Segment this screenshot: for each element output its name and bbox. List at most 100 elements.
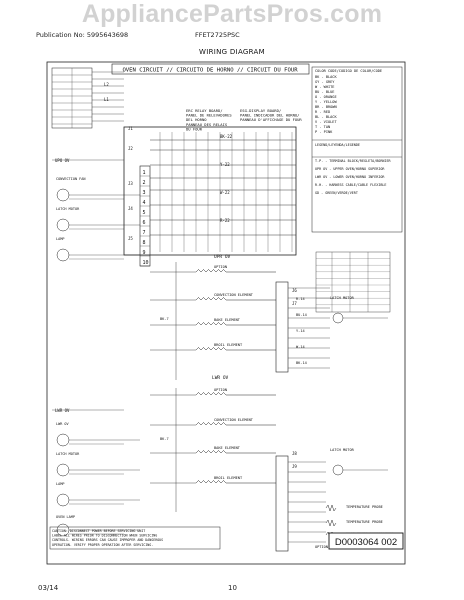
- latch-motor-circle: [332, 464, 344, 476]
- heating-element: [195, 392, 276, 396]
- color-legend-item: GY - GREY: [315, 80, 335, 84]
- device-label: CONVECTION FAN: [56, 177, 86, 181]
- section-label: LWR OV: [55, 408, 70, 413]
- legend-note: LWR OV - LOWER OVEN/HORNO INFERIOR: [315, 175, 385, 179]
- connector-label: J1: [128, 126, 133, 131]
- element-label: BAKE ELEMENT: [214, 318, 241, 322]
- connector-label: J4: [128, 206, 133, 211]
- color-legend-title: COLOR CODE/CODIGO DE COLOR/CODE: [315, 69, 382, 73]
- heating-element: [195, 297, 276, 301]
- connector-label: J2: [128, 146, 133, 151]
- doc-id-box: [328, 532, 404, 550]
- connector-label: J8: [292, 451, 297, 456]
- caution-text: CAUTION: DISCONNECT POWER BEFORE SERVICI…: [52, 529, 163, 547]
- element-label: OPTION: [214, 265, 227, 269]
- device-label: OVEN LAMP: [56, 515, 75, 519]
- wire-label: R-14: [296, 297, 305, 301]
- wire-label: BK-7: [160, 317, 169, 321]
- relay-board-line: PANEL DE RELEVADORES: [186, 113, 232, 118]
- terminal-number: 10: [143, 260, 149, 266]
- harness-upper: UPR OV: [214, 254, 231, 260]
- color-legend-item: T - TAN: [315, 125, 330, 129]
- diagram-banner: OVEN CIRCUIT // CIRCUITO DE HORNO // CIR…: [122, 68, 298, 74]
- color-legend-item: W - WHITE: [315, 85, 334, 89]
- relay-board-line: PANNEAU DES RELAIS: [186, 122, 228, 127]
- banner-box: [111, 63, 310, 75]
- element-label: OPTION: [214, 388, 227, 392]
- wire-label: BU-14: [296, 313, 307, 317]
- device-label: LATCH MOTOR: [56, 452, 80, 456]
- connector-label: J9: [292, 464, 297, 469]
- display-board-line: ESG-DISPLAY BOARD/: [240, 108, 281, 113]
- latch-motor-circle: [332, 312, 344, 324]
- device-label: LAMP: [56, 237, 64, 241]
- probe-label: TEMPERATURE PROBE: [346, 505, 383, 509]
- resistance-table: [315, 251, 391, 313]
- wire-label: W-22: [220, 190, 230, 195]
- element-label: CONVECTION ELEMENT: [214, 293, 254, 297]
- page-number: 10: [228, 584, 237, 592]
- connector-label: J3: [128, 181, 133, 186]
- footer-date: 03/14: [38, 584, 59, 592]
- heating-element: [195, 480, 276, 484]
- legend-note: LEGEND/LEYENDA/LEGENDE: [315, 143, 360, 147]
- heating-element: [195, 422, 276, 426]
- element-label: CONVECTION ELEMENT: [214, 418, 254, 422]
- heating-element: [195, 322, 276, 326]
- relay-board-label: ERC RELAY BOARD/PANEL DE RELEVADORESDEL …: [186, 108, 232, 131]
- caution-line: LABEL ALL WIRES PRIOR TO DISCONNECTION W…: [52, 534, 157, 538]
- terminal-number: 1: [143, 170, 146, 176]
- option-tag: OPTION: [315, 545, 328, 549]
- harness-lower: LWR OV: [212, 375, 229, 381]
- element-label: BAKE ELEMENT: [214, 446, 241, 450]
- wire-label: BK-14: [296, 361, 307, 365]
- connector-label: J7: [292, 301, 297, 306]
- caution-box: [49, 526, 221, 550]
- terminal-number: 8: [143, 240, 146, 246]
- display-board-line: PANNEAU D'AFFICHAGE DU FOUR: [240, 117, 302, 122]
- probe-label: TEMPERATURE PROBE: [346, 520, 383, 524]
- connector-upper: [275, 281, 289, 373]
- device-label: LATCH MOTOR: [56, 207, 80, 211]
- element-label: BROIL ELEMENT: [214, 476, 243, 480]
- wire-label: Y-14: [296, 329, 305, 333]
- display-board-label: ESG-DISPLAY BOARD/PANEL INDICADOR DEL HO…: [240, 108, 302, 122]
- page-title: WIRING DIAGRAM: [199, 48, 265, 56]
- terminal-number: 5: [143, 210, 146, 216]
- watermark: AppliancePartsPros.com: [81, 0, 383, 28]
- relay-board-line: ERC RELAY BOARD/: [186, 108, 223, 113]
- display-board-line: PANEL INDICADOR DEL HORNO/: [240, 113, 299, 118]
- diagram-frame: [46, 61, 406, 565]
- device-circle: [56, 433, 70, 447]
- color-legend-item: P - PINK: [315, 130, 333, 134]
- element-label: BROIL ELEMENT: [214, 343, 243, 347]
- terminal-number: 6: [143, 220, 146, 226]
- connector-label: J5: [128, 236, 133, 241]
- wire-label: W-14: [296, 345, 305, 349]
- connector-label: J6: [292, 288, 297, 293]
- relay-board-line: DEL HORNO: [186, 117, 207, 122]
- wire-label: R-22: [220, 218, 230, 223]
- connector-label: L1: [104, 97, 109, 102]
- heating-element: [195, 450, 276, 454]
- connector-label: L2: [104, 82, 109, 87]
- probe-resistor: [325, 504, 337, 512]
- legend-note: GD - GREEN/VERDE/VERT: [315, 191, 358, 195]
- terminal-number: 3: [143, 190, 146, 196]
- terminal-number: 4: [143, 200, 146, 206]
- heating-element: [195, 347, 276, 351]
- section-label: UPO OV: [55, 158, 70, 163]
- color-legend-item: R - RED: [315, 110, 330, 114]
- wire-label: BK-7: [160, 437, 169, 441]
- probe-resistor: [325, 519, 337, 527]
- color-legend-item: BU - BLUE: [315, 90, 334, 94]
- device-circle: [56, 218, 70, 232]
- color-legend-item: V - VIOLET: [315, 120, 337, 124]
- color-legend-item: O - ORANGE: [315, 95, 337, 99]
- legend-note: UPR OV - UPPER OVEN/HORNO SUPERIOR: [315, 167, 385, 171]
- connector-lower: [275, 455, 289, 552]
- caution-line: OPERATION. VERIFY PROPER OPERATION AFTER…: [52, 543, 153, 547]
- terminal-number: 9: [143, 250, 146, 256]
